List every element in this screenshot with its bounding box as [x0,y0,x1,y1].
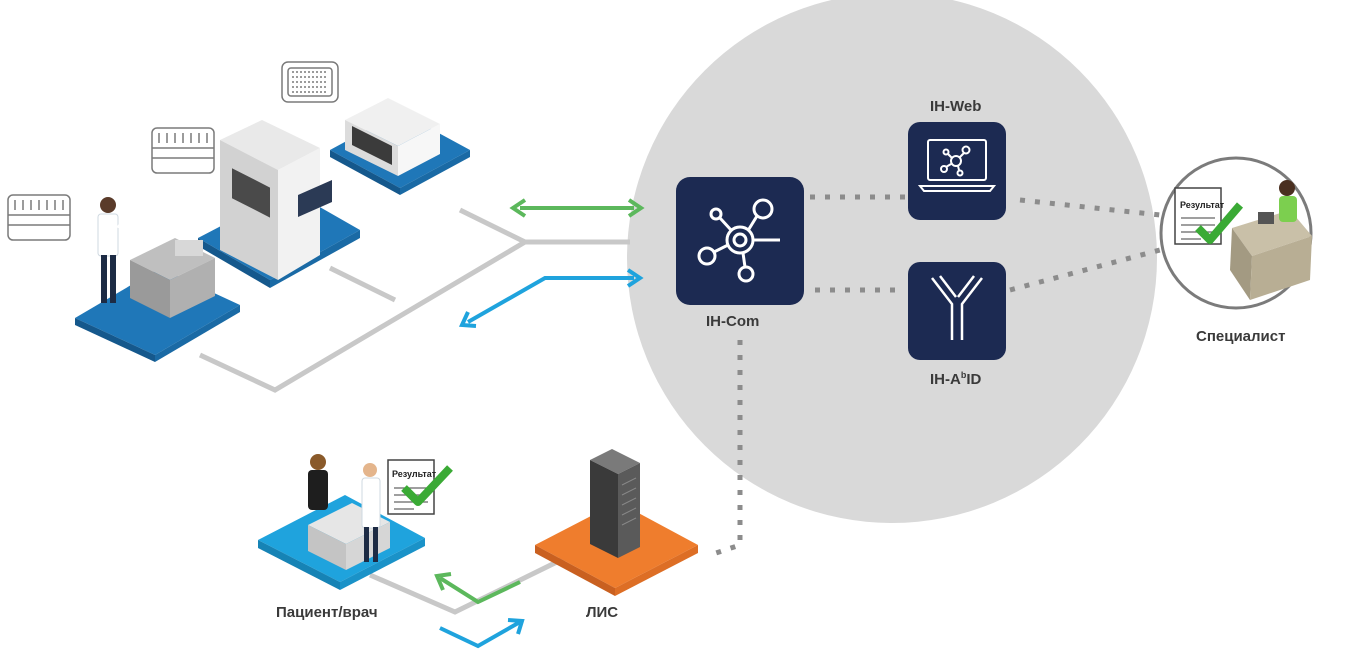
microplate-icon [281,61,339,103]
hub-circle [627,0,1157,523]
specialist-document-label: Результат [1180,200,1225,210]
green-sync-arrow [509,198,645,218]
document-check-icon [1174,187,1244,245]
lab-instruments-group [75,98,470,362]
ih-com-label: IH-Com [706,313,760,330]
lis-send-arrow [439,618,525,649]
dotted-links [709,194,1161,558]
ih-web-tile[interactable] [908,122,1006,220]
ih-com-tile[interactable] [676,177,804,305]
ih-abid-suffix: ID [966,371,982,388]
ih-abid-tile[interactable] [908,262,1006,360]
ih-abid-prefix: IH-A [930,371,961,388]
laptop-network-icon [917,139,997,192]
server-icon [590,449,640,558]
network-hub-icon [697,198,780,283]
specialist-desk-icon [1230,180,1312,300]
patient-document-label: Результат [392,469,437,479]
ih-abid-sup: b [960,370,967,380]
patient-doctor-label: Пациент/врач [276,604,378,621]
lis-return-arrow [434,572,521,605]
reagent-rack-icon [7,194,71,241]
document-check-icon [387,459,453,515]
lis-server-group [535,449,698,596]
ih-web-label: IH-Web [930,98,982,115]
blue-flow-arrow [458,268,644,328]
specialist-label: Специалист [1196,328,1286,345]
lis-label: ЛИС [586,604,619,621]
antibody-icon [931,275,983,340]
ih-abid-label: IH-AbID [930,370,981,388]
patient-doctor-group [258,454,425,590]
reagent-rack-icon [151,127,215,174]
